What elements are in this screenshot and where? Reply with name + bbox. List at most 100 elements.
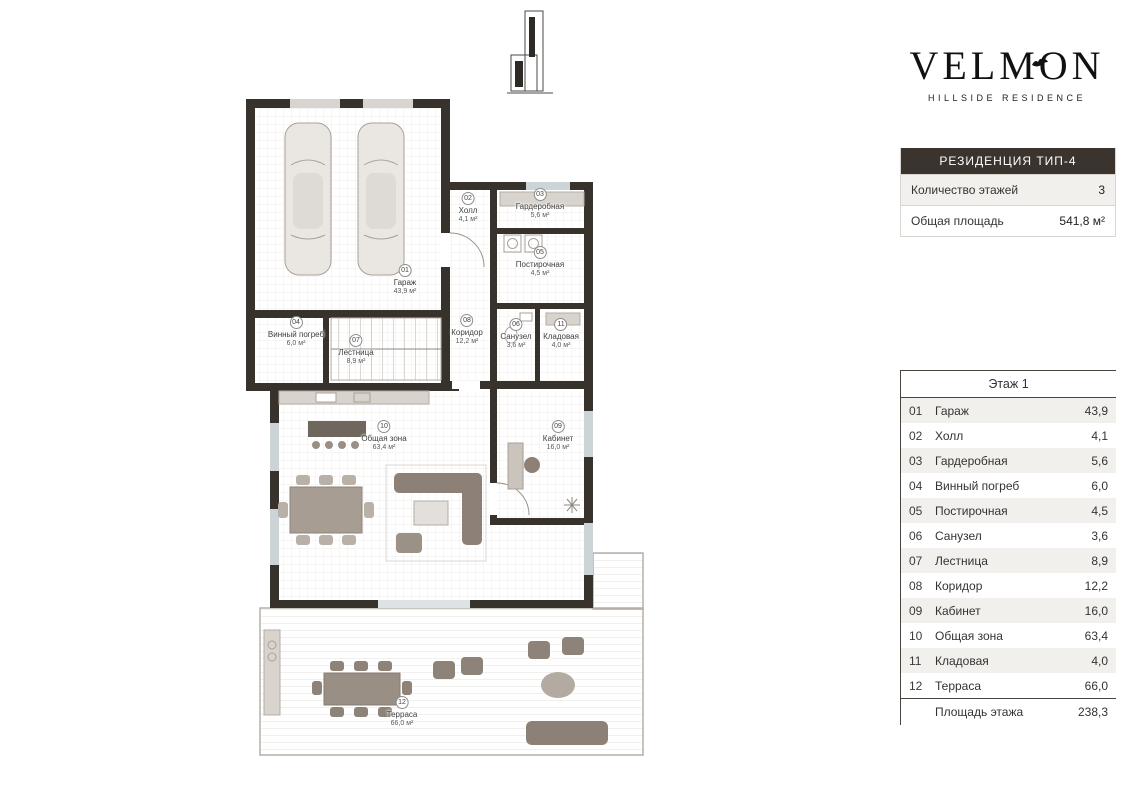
kitchen [278, 390, 430, 449]
residence-type-header: РЕЗИДЕНЦИЯ ТИП-4 [901, 148, 1115, 174]
room-number-badge: 01 [398, 264, 412, 277]
room-name: Холл [458, 206, 478, 215]
legend-room-number: 01 [909, 403, 923, 418]
room-name: Терраса [386, 710, 418, 719]
plan-room-label: 04 Винный погреб 6,0 м² [268, 316, 324, 347]
legend-body: 01 Гараж 43,9 02 Холл 4,1 03 Гардеробная… [901, 398, 1116, 698]
legend-room-name: Кладовая [935, 653, 989, 668]
legend-room-number: 12 [909, 678, 923, 693]
room-area: 43,9 м² [393, 288, 417, 295]
total-area-label: Общая площадь [911, 214, 1004, 228]
plan-room-label: 12 Терраса 66,0 м² [386, 696, 418, 727]
room-area: 4,1 м² [458, 216, 478, 223]
room-name: Кладовая [543, 332, 579, 341]
room-number-badge: 10 [377, 420, 391, 433]
legend-row: 02 Холл 4,1 [901, 423, 1116, 448]
legend-room-number: 06 [909, 528, 923, 543]
plan-room-label: 09 Кабинет 16,0 м² [543, 420, 573, 451]
legend-row: 08 Коридор 12,2 [901, 573, 1116, 598]
plan-room-label: 10 Общая зона 63,4 м² [361, 420, 407, 451]
room-number-badge: 12 [395, 696, 409, 709]
legend-room-number: 02 [909, 428, 923, 443]
legend-room-area: 12,2 [1084, 578, 1108, 593]
pegasus-icon [1032, 58, 1048, 67]
plan-room-label: 06 Санузел 3,6 м² [500, 318, 532, 349]
room-number-badge: 06 [509, 318, 523, 331]
legend-row: 04 Винный погреб 6,0 [901, 473, 1116, 498]
brand-name: VELMON [909, 43, 1105, 88]
plan-room-label: 08 Коридор 12,2 м² [451, 314, 483, 345]
plan-room-label: 01 Гараж 43,9 м² [393, 264, 417, 295]
room-area: 12,2 м² [455, 338, 479, 345]
room-number-badge: 08 [460, 314, 474, 327]
plan-room-label: 11 Кладовая 4,0 м² [543, 318, 579, 349]
dining-set [278, 475, 374, 545]
terrace-furniture [263, 629, 608, 745]
room-name: Постирочная [515, 260, 565, 269]
plan-room-label: 03 Гардеробная 5,6 м² [516, 188, 564, 219]
plan-room-label: 07 Лестница 8,9 м² [338, 334, 374, 365]
legend-row: 03 Гардеробная 5,6 [901, 448, 1116, 473]
legend-room-name: Гараж [935, 403, 969, 418]
legend-row: 11 Кладовая 4,0 [901, 648, 1116, 673]
room-number-badge: 07 [349, 334, 363, 347]
legend-title: Этаж 1 [901, 370, 1116, 398]
plan-room-label: 02 Холл 4,1 м² [458, 192, 478, 223]
floors-label: Количество этажей [911, 183, 1019, 197]
room-number-badge: 11 [554, 318, 568, 331]
legend-room-number: 11 [909, 653, 922, 668]
cars [284, 122, 405, 276]
stairs [330, 317, 442, 381]
bathroom [504, 312, 533, 344]
room-name: Санузел [500, 332, 532, 341]
floors-value: 3 [1098, 183, 1105, 197]
room-area: 66,0 м² [390, 720, 414, 727]
legend-room-number: 04 [909, 478, 923, 493]
legend-room-name: Гардеробная [935, 453, 1008, 468]
legend-room-area: 43,9 [1084, 403, 1108, 418]
room-number-badge: 05 [533, 246, 547, 259]
room-name: Кабинет [542, 434, 574, 443]
room-number-badge: 02 [461, 192, 475, 205]
brand-logo: VELMON HILLSIDE RESIDENCE [898, 42, 1116, 103]
legend-room-area: 8,9 [1091, 553, 1108, 568]
legend-row: 12 Терраса 66,0 [901, 673, 1116, 698]
room-name: Общая зона [361, 434, 407, 443]
legend-room-number: 10 [909, 628, 923, 643]
legend-room-number: 03 [909, 453, 923, 468]
room-number-badge: 09 [551, 420, 565, 433]
room-area: 63,4 м² [372, 444, 396, 451]
legend-row: 10 Общая зона 63,4 [901, 623, 1116, 648]
room-area: 3,6 м² [506, 342, 526, 349]
info-row-total-area: Общая площадь 541,8 м² [901, 205, 1115, 236]
legend-room-area: 3,6 [1091, 528, 1108, 543]
legend-room-area: 6,0 [1091, 478, 1108, 493]
info-row-floors: Количество этажей 3 [901, 174, 1115, 205]
legend-row: 05 Постирочная 4,5 [901, 498, 1116, 523]
room-number-badge: 04 [289, 316, 303, 329]
room-name: Гардеробная [515, 202, 565, 211]
legend-room-name: Коридор [935, 578, 983, 593]
legend-room-area: 63,4 [1084, 628, 1108, 643]
legend-room-number: 05 [909, 503, 923, 518]
office [507, 442, 580, 513]
legend-total-value: 238,3 [1077, 705, 1108, 719]
legend-room-area: 4,1 [1091, 428, 1108, 443]
legend-room-name: Санузел [935, 528, 982, 543]
lounge-set [385, 464, 487, 562]
plan-room-label: 05 Постирочная 4,5 м² [516, 246, 564, 277]
legend-row: 06 Санузел 3,6 [901, 523, 1116, 548]
legend-room-area: 66,0 [1084, 678, 1108, 693]
legend-room-number: 08 [909, 578, 923, 593]
legend-room-name: Кабинет [935, 603, 981, 618]
legend-room-area: 4,0 [1091, 653, 1108, 668]
room-name: Коридор [451, 328, 483, 337]
floor-plan-canvas: 01 Гараж 43,9 м² 02 Холл 4,1 м² 03 Гарде… [228, 0, 688, 790]
total-area-value: 541,8 м² [1059, 214, 1105, 228]
section-marker-drawing [507, 10, 553, 94]
residence-info-card: РЕЗИДЕНЦИЯ ТИП-4 Количество этажей 3 Общ… [900, 148, 1116, 237]
room-area: 8,9 м² [346, 358, 366, 365]
legend-room-name: Общая зона [935, 628, 1003, 643]
room-area: 5,6 м² [530, 212, 550, 219]
legend-room-area: 5,6 [1091, 453, 1108, 468]
